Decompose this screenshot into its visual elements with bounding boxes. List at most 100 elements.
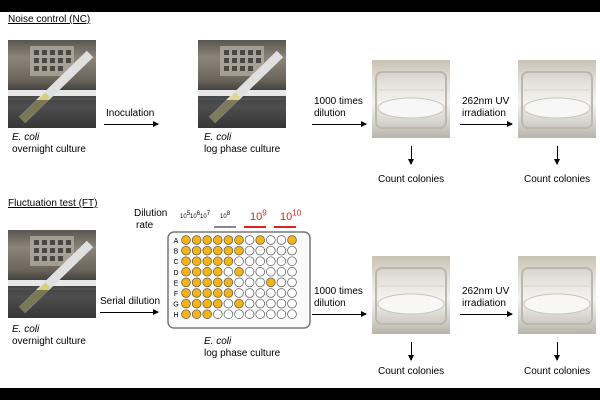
well-positive xyxy=(202,288,212,298)
well-positive xyxy=(255,235,265,245)
ft-irradiated-dish-photo xyxy=(518,256,596,334)
well-positive xyxy=(234,298,244,309)
ft-count-arrow-2 xyxy=(554,342,560,361)
nc-count-arrow-2 xyxy=(554,146,560,165)
nc-irradiated-dish-photo xyxy=(518,60,596,138)
well-positive xyxy=(191,235,202,245)
well-empty xyxy=(255,277,265,288)
well-positive xyxy=(266,277,276,288)
well-positive xyxy=(213,298,223,309)
well-positive xyxy=(181,245,191,256)
ft-uv-label-line1: 262nm UV xyxy=(462,286,510,297)
nc-uv-label-line2: irradiation xyxy=(462,108,506,119)
well-empty xyxy=(266,267,276,277)
nc-dilution-label-line1: 1000 times xyxy=(314,96,363,107)
rate-label-10-7: 107 xyxy=(200,211,211,220)
ft-overnight-culture-photo xyxy=(8,230,96,318)
ft-panel-title: Fluctuation test (FT) xyxy=(8,198,98,209)
nc-overnight-organism-label: E. coli xyxy=(12,132,40,143)
well-empty xyxy=(255,267,265,277)
well-empty xyxy=(223,267,234,277)
nc-log-phase-culture-photo xyxy=(198,40,286,128)
well-empty xyxy=(276,298,287,309)
well-empty xyxy=(287,245,297,256)
rate-bracket-10-10 xyxy=(274,226,296,228)
well-empty xyxy=(255,298,265,309)
well-positive xyxy=(202,235,212,245)
well-positive xyxy=(234,245,244,256)
well-empty xyxy=(244,267,255,277)
well-empty xyxy=(266,235,276,245)
plate-row-label: C xyxy=(173,259,178,266)
petri-dish-illustration xyxy=(375,267,447,325)
well-positive xyxy=(223,256,234,266)
well-positive xyxy=(181,256,191,266)
well-empty xyxy=(223,309,234,319)
serial-dilution-label: Serial dilution xyxy=(100,296,161,307)
nc-count-colonies-label-1: Count colonies xyxy=(378,174,445,185)
well-positive xyxy=(223,277,234,288)
nc-count-arrow-1 xyxy=(408,146,414,165)
ft-count-arrow-1 xyxy=(408,342,414,361)
dilution-rate-labels: 105 106 107 108 109 1010 xyxy=(170,208,310,228)
rate-bracket-10-8 xyxy=(214,226,236,228)
well-positive xyxy=(223,235,234,245)
rate-label-10-10: 1010 xyxy=(280,208,302,223)
well-empty xyxy=(276,288,287,298)
well-empty xyxy=(276,256,287,266)
well-empty xyxy=(266,309,276,319)
well-positive xyxy=(181,235,191,245)
well-empty xyxy=(255,309,265,319)
serial-dilution-arrow xyxy=(100,309,159,315)
well-positive xyxy=(287,235,297,245)
plate-row-label: G xyxy=(173,302,178,309)
well-empty xyxy=(266,288,276,298)
well-empty xyxy=(244,256,255,266)
dilution-rate-label-line2: rate xyxy=(136,220,154,231)
petri-dish-illustration xyxy=(521,267,593,325)
well-positive xyxy=(181,288,191,298)
well-positive xyxy=(213,288,223,298)
rate-bracket-10-9 xyxy=(244,226,266,228)
inoculation-arrow xyxy=(104,121,159,127)
ft-dilution-arrow xyxy=(312,311,367,317)
well-empty xyxy=(276,245,287,256)
well-positive xyxy=(223,245,234,256)
well-empty xyxy=(244,277,255,288)
nc-dilution-arrow xyxy=(312,121,367,127)
nc-uv-arrow xyxy=(460,121,513,127)
well-positive xyxy=(234,235,244,245)
well-empty xyxy=(255,288,265,298)
well-positive xyxy=(202,309,212,319)
plate-row-label: F xyxy=(174,291,178,298)
well-positive xyxy=(202,256,212,266)
well-empty xyxy=(234,288,244,298)
well-positive xyxy=(213,267,223,277)
nc-overnight-culture-photo xyxy=(8,40,96,128)
ft-petri-dish-photo xyxy=(372,256,450,334)
plate-row-label: B xyxy=(174,249,179,256)
dilution-rate-label-line1: Dilution xyxy=(134,208,168,219)
well-empty xyxy=(287,309,297,319)
rate-label-10-5: 105 xyxy=(180,211,191,220)
well-empty xyxy=(255,245,265,256)
well-empty xyxy=(287,298,297,309)
well-positive xyxy=(181,309,191,319)
ft-count-colonies-label-2: Count colonies xyxy=(524,366,591,377)
nc-panel-title: Noise control (NC) xyxy=(8,14,91,25)
petri-dish-illustration xyxy=(375,71,447,129)
well-positive xyxy=(191,288,202,298)
petri-dish-illustration xyxy=(521,71,593,129)
nc-uv-label-line1: 262nm UV xyxy=(462,96,510,107)
well-empty xyxy=(234,309,244,319)
well-empty xyxy=(287,256,297,266)
nc-overnight-culture-label: overnight culture xyxy=(12,144,86,155)
well-positive xyxy=(213,235,223,245)
well-positive xyxy=(223,288,234,298)
nc-log-organism-label: E. coli xyxy=(204,132,232,143)
well-empty xyxy=(223,298,234,309)
well-empty xyxy=(287,267,297,277)
inoculation-label: Inoculation xyxy=(106,108,155,119)
well-positive xyxy=(191,267,202,277)
